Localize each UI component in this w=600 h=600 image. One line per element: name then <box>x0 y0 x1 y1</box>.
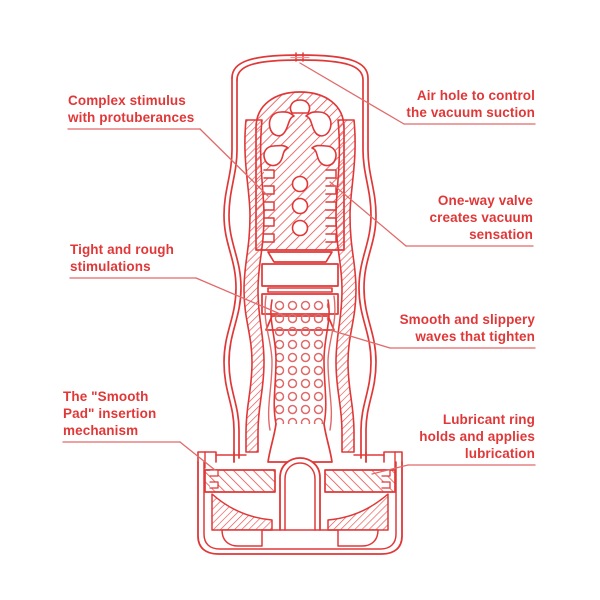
leader-lubricant-ring <box>371 464 536 475</box>
callout-complex-stimulus: Complex stimulus with protuberances <box>68 93 195 125</box>
leader-smooth-pad <box>62 441 216 471</box>
leader-air-hole <box>299 62 536 125</box>
leader-smooth-waves <box>329 329 536 349</box>
callout-leader-lines <box>62 62 536 475</box>
outer-body-outline <box>223 54 377 463</box>
sleeve-wall-cross-section <box>243 119 357 453</box>
callout-lubricant-ring: Lubricant ring holds and applies lubrica… <box>419 412 535 461</box>
callout-smooth-pad: The "Smooth Pad" insertion mechanism <box>63 389 157 438</box>
leader-one-way-valve <box>329 181 534 247</box>
leader-complex-stimulus <box>67 128 269 197</box>
callout-one-way-valve: One-way valve creates vacuum sensation <box>429 193 533 242</box>
upper-stimulus-chamber <box>255 91 345 251</box>
base-assembly <box>197 451 403 555</box>
callout-tight-rough: Tight and rough stimulations <box>70 242 174 274</box>
inner-channel-lower <box>267 423 333 463</box>
callout-air-hole: Air hole to control the vacuum suction <box>406 88 535 120</box>
leader-tight-rough <box>69 277 286 317</box>
air-hole-detail <box>290 52 310 62</box>
dimple-texture-channel <box>264 295 336 431</box>
callout-smooth-waves: Smooth and slippery waves that tighten <box>399 312 535 344</box>
